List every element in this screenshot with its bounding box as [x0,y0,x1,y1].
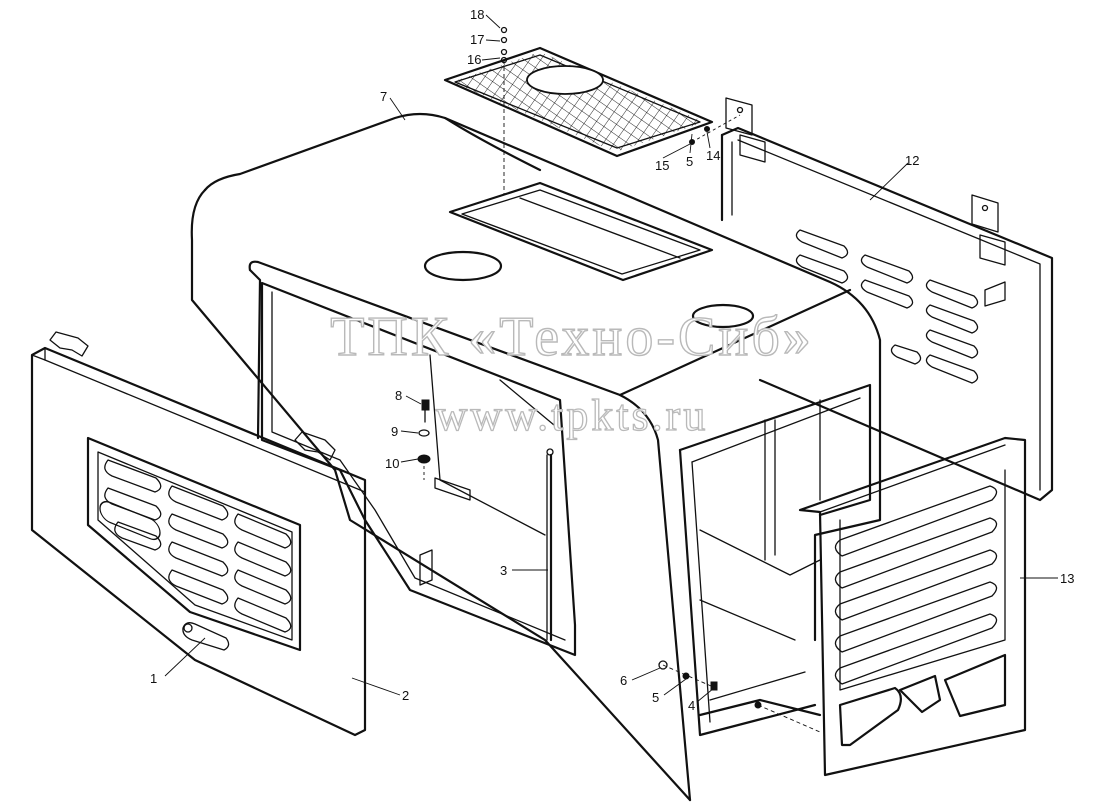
left-panel-louvres [99,500,161,541]
gas-strut [546,448,554,642]
leader-lines [164,14,1058,703]
callout-8: 8 [395,388,402,403]
callout-12: 12 [905,153,919,168]
callout-13: 13 [1060,571,1074,586]
hood-body [190,112,882,802]
assembly-lines [423,60,821,733]
callout-14: 14 [706,148,720,163]
callout-15: 15 [655,158,669,173]
callout-5a: 5 [652,690,659,705]
callout-2: 2 [402,688,409,703]
watermark-title: ТПК «Техно-Сиб» [330,306,814,368]
callout-5b: 5 [686,154,693,169]
callout-4: 4 [688,698,695,713]
callout-10: 10 [385,456,399,471]
watermark-url: www.tpkts.ru [436,391,709,440]
callout-18: 18 [470,7,484,22]
left-side-panel [30,331,367,737]
callout-labels: 1 2 3 4 5 5 6 7 8 9 10 12 13 14 15 16 17… [150,7,1074,713]
callout-1: 1 [150,671,157,686]
callout-3: 3 [500,563,507,578]
callout-16: 16 [467,52,481,67]
callout-7: 7 [380,89,387,104]
callout-17: 17 [470,32,484,47]
rear-panel [720,97,1054,502]
front-grille-panel [798,436,1027,777]
callout-6: 6 [620,673,627,688]
hardware-parts [417,26,762,709]
top-mesh-screen [443,46,714,158]
callout-9: 9 [391,424,398,439]
